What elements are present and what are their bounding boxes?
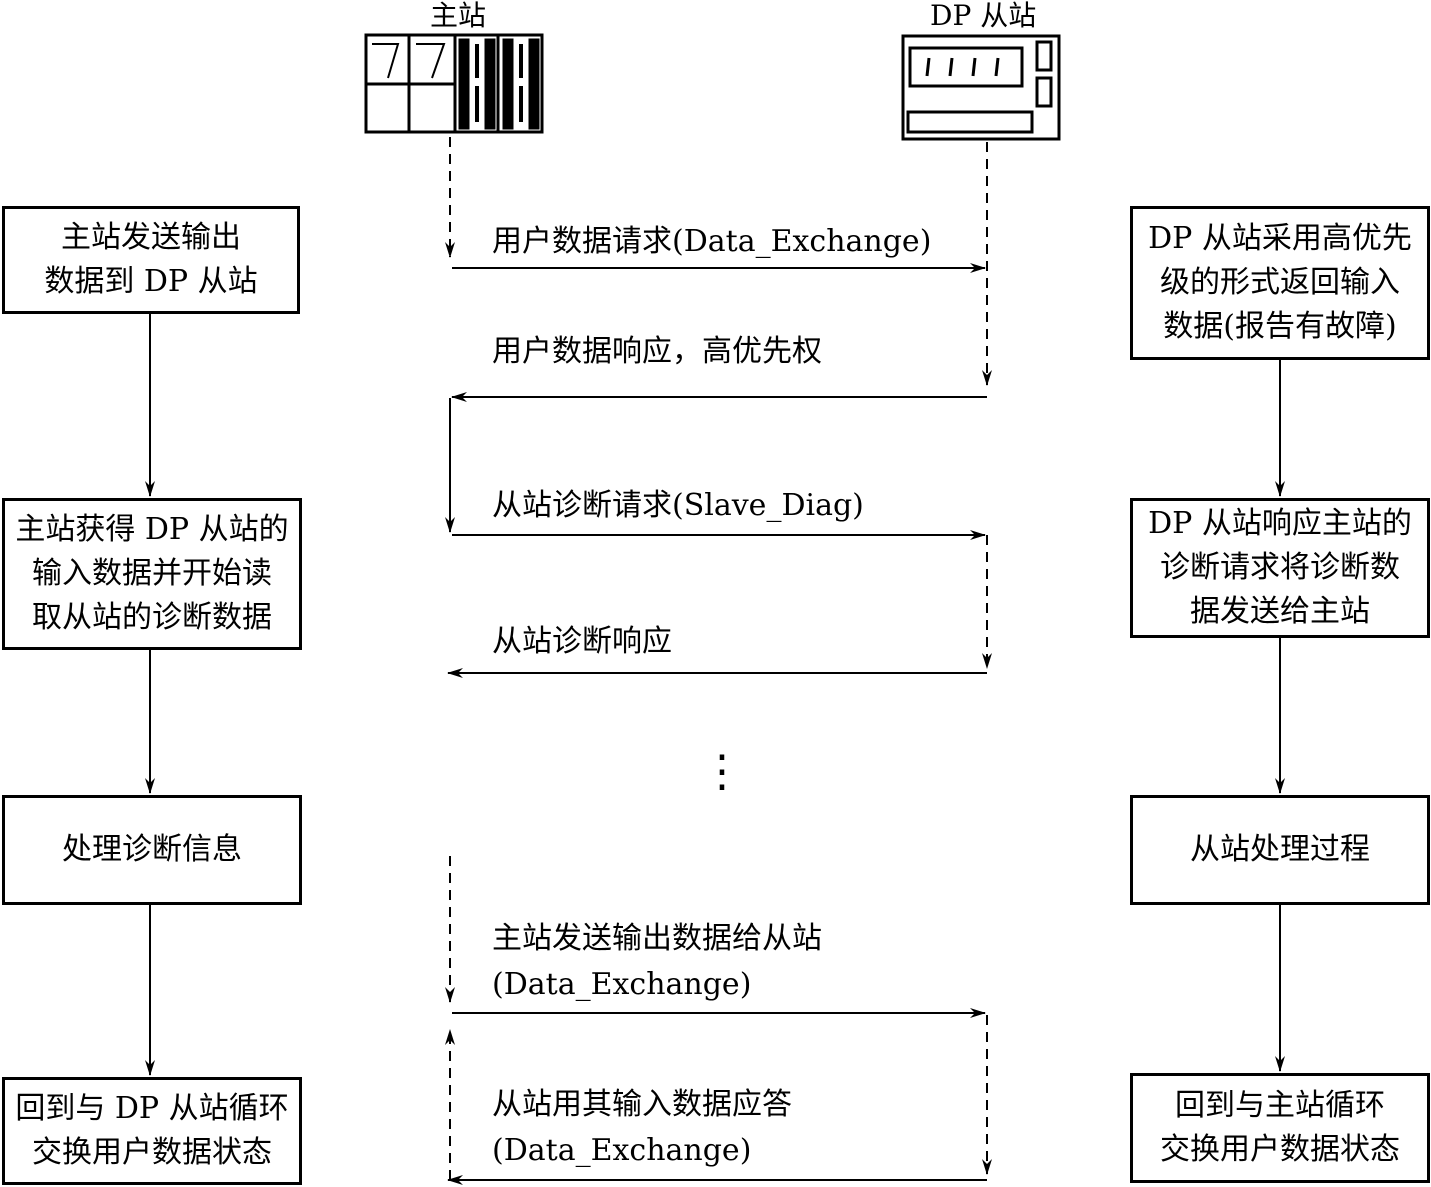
left-step-process-diagnostics: 处理诊断信息 xyxy=(2,795,302,905)
msg-label-user-data-request: 用户数据请求(Data_Exchange) xyxy=(492,224,932,259)
msg-label-diag-request: 从站诊断请求(Slave_Diag) xyxy=(492,488,864,523)
master-title: 主站 xyxy=(430,0,487,32)
master-station-icon xyxy=(364,33,544,134)
left-step-return-cycle: 回到与 DP 从站循环 交换用户数据状态 xyxy=(2,1077,302,1185)
left-step-read-diagnostics: 主站获得 DP 从站的 输入数据并开始读 取从站的诊断数据 xyxy=(2,498,302,650)
right-step-slave-process: 从站处理过程 xyxy=(1130,795,1430,905)
right-step-send-diagnostics: DP 从站响应主站的 诊断请求将诊断数 据发送给主站 xyxy=(1130,498,1430,638)
left-step-send-output: 主站发送输出 数据到 DP 从站 xyxy=(2,206,300,314)
msg-label-user-data-response: 用户数据响应，高优先权 xyxy=(492,334,822,369)
right-step-high-priority-reply: DP 从站采用高优先 级的形式返回输入 数据(报告有故障) xyxy=(1130,206,1430,360)
msg-label-master-output: 主站发送输出数据给从站 (Data_Exchange) xyxy=(492,921,822,1002)
msg-label-diag-response: 从站诊断响应 xyxy=(492,624,672,659)
right-step-return-cycle: 回到与主站循环 交换用户数据状态 xyxy=(1130,1073,1430,1183)
dp-slave-icon xyxy=(901,34,1061,141)
slave-title: DP 从站 xyxy=(930,0,1037,32)
ellipsis: ⋮ xyxy=(700,746,744,797)
msg-label-slave-input-reply: 从站用其输入数据应答 (Data_Exchange) xyxy=(492,1087,792,1168)
